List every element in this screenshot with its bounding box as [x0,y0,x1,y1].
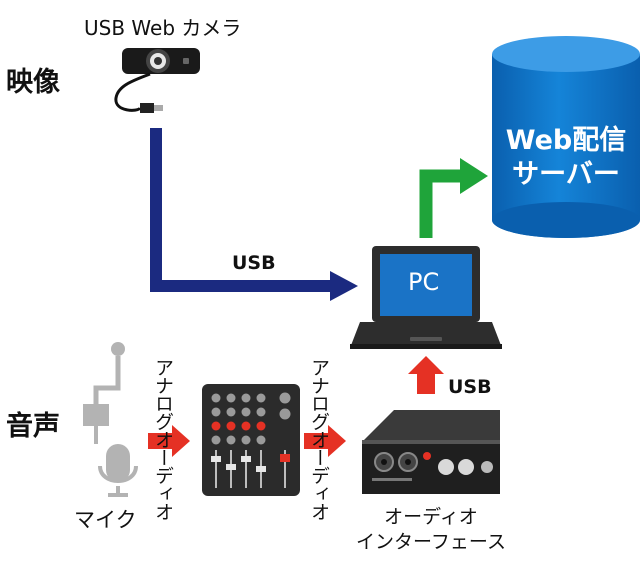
mixer-icon [202,384,300,496]
pc-screen-label: PC [408,268,440,296]
video-section-label: 映像 [6,67,60,98]
usb-cable-label: USB [232,252,276,274]
audio-interface-icon [362,410,500,494]
analog-audio-label-1: アナログオーディオ [152,358,174,520]
laptop-icon [350,246,502,349]
audio-section-label: 音声 [6,411,60,442]
mic-label: マイク [74,508,137,532]
mic-stand-icon [83,342,125,444]
audio-arrow-1 [148,425,190,457]
video-usb-arrow [150,128,358,301]
server-label-line2: サーバー [512,159,620,190]
interface-label-line1: オーディオ [384,506,478,528]
audio-arrow-2 [304,425,346,457]
usb-up-arrow [408,356,444,394]
analog-audio-label-2: アナログオーディオ [308,358,330,520]
interface-label-line2: インターフェース [356,531,506,553]
microphone-icon [98,444,138,497]
webcam-icon [114,48,200,113]
network-arrow [419,158,488,238]
usb-interface-label: USB [448,376,492,398]
camera-label: USB Web カメラ [84,16,242,40]
server-cylinder-icon [492,36,640,238]
server-label-line1: Web配信 [505,125,627,156]
